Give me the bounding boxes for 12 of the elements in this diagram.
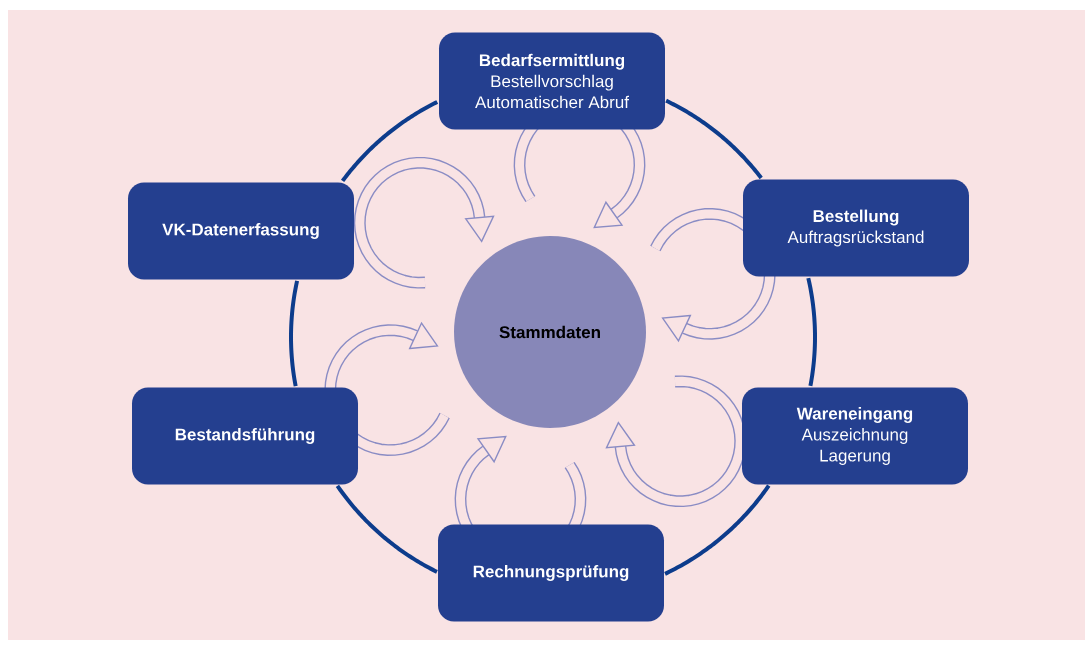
process-box: Rechnungsprüfung <box>438 524 664 622</box>
ring-connector <box>806 277 817 387</box>
process-box: VK-Datenerfassung <box>128 182 354 280</box>
ring-connector <box>664 484 771 576</box>
ring-connector <box>665 98 763 180</box>
process-box: Wareneingang Auszeichnung Lagerung <box>742 387 968 485</box>
process-box: Bedarfsermittlung Bestellvorschlag Automatischer Abruf <box>439 32 665 130</box>
process-box: Bestandsführung <box>132 387 358 485</box>
ring-connector <box>335 484 438 574</box>
ring-connector <box>341 100 439 183</box>
ring-connector <box>289 280 300 387</box>
process-box: Bestellung Auftragsrückstand <box>743 179 969 277</box>
